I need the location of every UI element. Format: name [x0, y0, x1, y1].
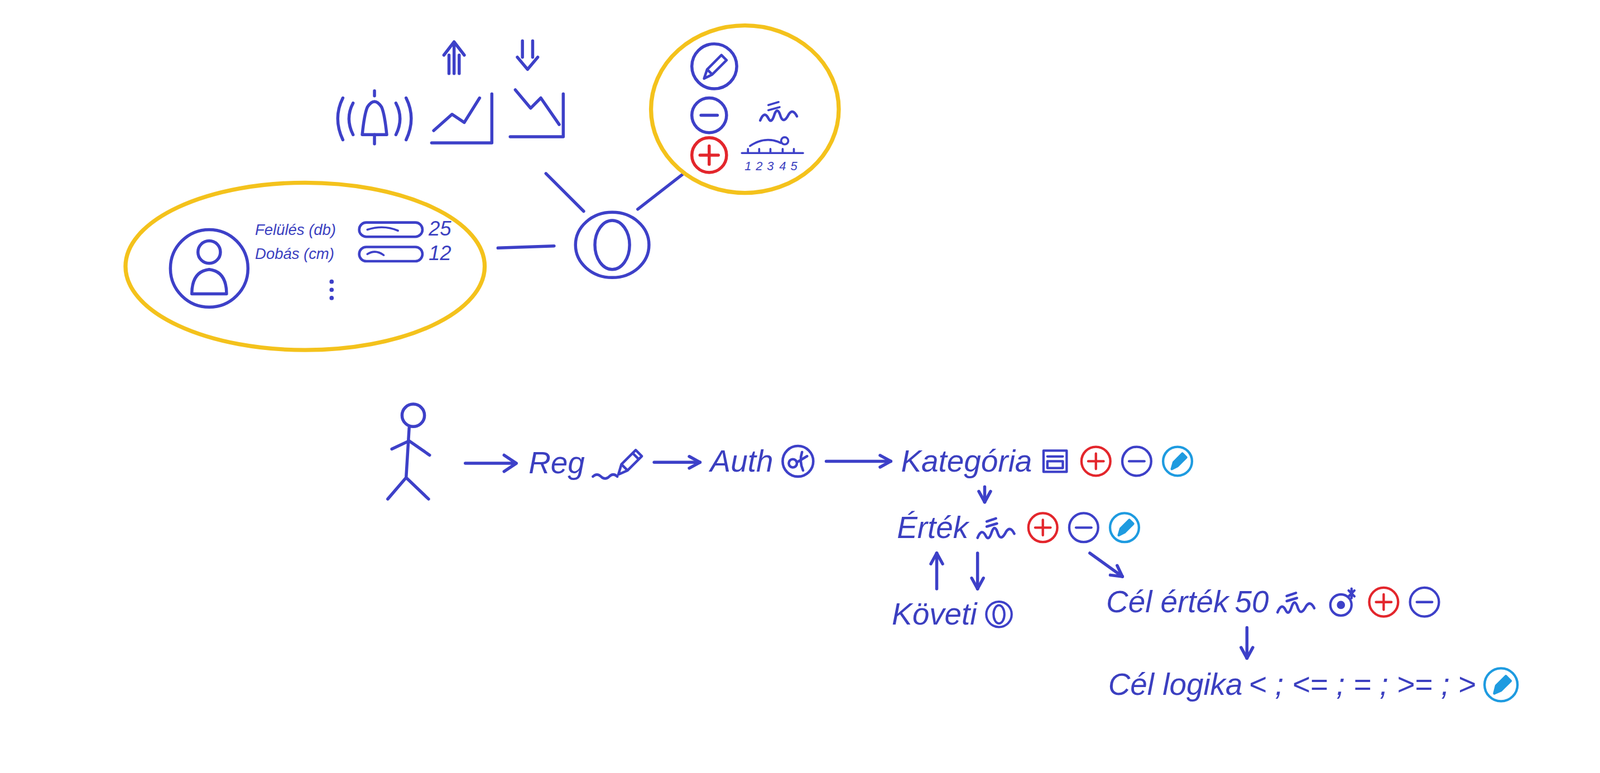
arrow-stroke: [977, 578, 984, 589]
remove-icon: [1066, 510, 1102, 545]
arrow-stroke: [689, 456, 700, 463]
flow-arrow: [654, 456, 700, 469]
arrow-stroke: [1241, 647, 1248, 658]
flow-arrow: [1089, 553, 1123, 577]
stat-label: Felülés (db): [255, 220, 336, 238]
arrow-stroke: [976, 553, 979, 589]
arrow-stroke: [654, 460, 700, 464]
step-label: Cél logika: [1108, 666, 1243, 704]
arrow-stroke: [935, 553, 939, 589]
add-icon: [1078, 443, 1114, 479]
arrow-stroke: [1117, 565, 1123, 577]
flow-arrow: [978, 486, 991, 502]
arrow-stroke: [880, 460, 891, 468]
list-icon: [1038, 443, 1073, 479]
flow-arrow: [971, 553, 984, 589]
stat-value: 12: [428, 241, 452, 264]
step-label: Reg: [528, 444, 585, 482]
flow-step: Kategória: [895, 438, 1202, 484]
step-label: Auth: [710, 443, 774, 480]
arrow-stroke: [1089, 553, 1123, 577]
scale-number: 5: [790, 159, 797, 174]
step-label: Érték: [896, 508, 969, 546]
bell-icon: [337, 90, 412, 144]
arrow-stroke: [930, 553, 938, 564]
arrow-stroke: [1246, 647, 1253, 658]
scale-number: 1: [744, 159, 752, 174]
step-label: Cél érték: [1106, 583, 1229, 621]
edit-icon: [1160, 443, 1196, 479]
arrow-stroke: [826, 459, 892, 463]
falling-chart-icon: [510, 40, 564, 137]
flow-step: Auth: [704, 438, 823, 484]
flow-arrow: [930, 553, 943, 589]
step-label: 50: [1235, 583, 1270, 621]
follow-eye-icon: [983, 597, 1017, 631]
arrow-stroke: [971, 578, 978, 589]
remove-icon: [1120, 443, 1155, 479]
arrow-stroke: [978, 491, 986, 502]
step-label: Kategória: [901, 443, 1033, 480]
hub-circle: [575, 212, 650, 278]
user-figure: [387, 404, 430, 499]
flow-arrow: [1241, 627, 1253, 658]
flow-arrow: [826, 455, 892, 468]
edit-panel-circle: 12345: [647, 22, 842, 196]
highlight-ellipse: [122, 179, 488, 354]
add-icon: [1366, 584, 1402, 620]
scale-number: 4: [779, 159, 786, 174]
spoke-line: [497, 246, 555, 249]
spoke-line: [545, 173, 584, 212]
arrow-stroke: [880, 455, 891, 462]
stats-ellipse: Felülés (db) 25Dobás (cm) 12: [122, 179, 488, 354]
unit-scribble: [1274, 586, 1320, 618]
stat-label: Dobás (cm): [255, 244, 335, 263]
stat-value: 25: [428, 217, 452, 240]
target-icon: [1325, 584, 1361, 620]
step-label: Követi: [891, 596, 977, 633]
flow-step: Érték: [890, 505, 1148, 550]
remove-icon: [1407, 584, 1443, 620]
step-label: < ; <= ; = ; >= ; >: [1248, 666, 1477, 704]
start-arrow: [465, 454, 517, 472]
auth-icon: [779, 443, 816, 480]
register-pencil-icon: [591, 443, 645, 484]
arrow-stroke: [937, 553, 944, 564]
arrow-stroke: [689, 462, 700, 469]
unit-scribble: [974, 512, 1020, 544]
spoke-line: [637, 173, 684, 210]
scale-number: 2: [755, 159, 763, 174]
rising-chart-icon: [431, 41, 492, 143]
flow-step: Reg: [522, 438, 651, 488]
flow-step: Cél logika< ; <= ; = ; >= ; >: [1102, 661, 1527, 709]
edit-icon: [1482, 665, 1521, 704]
arrow-stroke: [984, 491, 991, 502]
flow-step: Követi: [885, 591, 1022, 637]
add-icon: [1025, 510, 1061, 545]
edit-icon: [1107, 510, 1142, 545]
scale-number: 3: [766, 159, 774, 174]
flow-step: Cél érték50: [1099, 579, 1449, 625]
